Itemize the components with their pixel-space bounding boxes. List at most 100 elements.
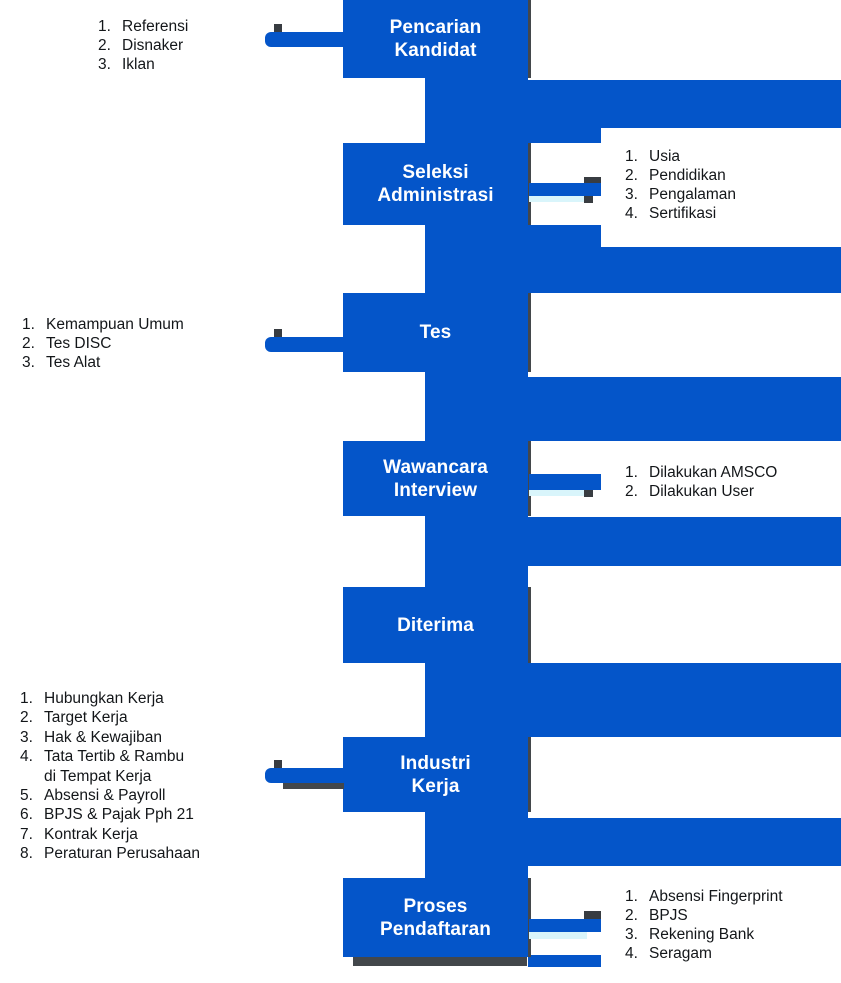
list-item: 3. Tes Alat — [22, 353, 184, 372]
item-label: Seragam — [649, 945, 712, 962]
left-arrow-pencarian-kandidat — [265, 32, 344, 47]
item-label: Dilakukan AMSCO — [649, 464, 778, 481]
process-box-title-line: Proses — [403, 895, 468, 917]
process-box-title-line: Wawancara — [383, 456, 488, 478]
process-box-title-line: Industri — [400, 752, 471, 774]
item-label: Dilakukan User — [649, 483, 755, 500]
item-number: 4. — [625, 205, 638, 222]
process-box-industri-kerja: Industri Kerja — [343, 737, 528, 812]
list-item: 4. Seragam — [625, 944, 783, 963]
process-box-diterima: Diterima — [343, 587, 528, 663]
process-box-title-line: Pendaftaran — [380, 918, 491, 940]
item-number: 2. — [22, 335, 35, 352]
item-number: 1. — [98, 18, 111, 35]
item-number — [20, 767, 44, 786]
process-box-title-line: Kerja — [411, 775, 460, 797]
item-label: Target Kerja — [44, 709, 128, 727]
connector-shadow-accent — [584, 177, 601, 183]
item-number: 3. — [625, 186, 638, 203]
item-number: 4. — [625, 945, 638, 962]
item-number: 4. — [20, 748, 33, 766]
flow-band-2-step — [425, 225, 601, 247]
item-label: Pendidikan — [649, 167, 726, 184]
right-connector-wawancara-interview — [529, 474, 601, 490]
process-box-proses-pendaftaran: Proses Pendaftaran — [343, 878, 528, 957]
item-label: Peraturan Perusahaan — [44, 845, 200, 863]
process-box-title-line: Tes — [419, 322, 452, 343]
item-number: 2. — [625, 907, 638, 924]
item-label: Tes Alat — [46, 354, 101, 371]
process-box-title-line: Pencarian — [389, 17, 482, 38]
item-label: Disnaker — [122, 37, 184, 54]
item-number: 1. — [22, 316, 35, 333]
list-item: 1. Referensi — [98, 17, 188, 36]
item-number: 3. — [98, 56, 111, 73]
connector-highlight-strip — [529, 490, 584, 496]
list-item: 4. Tata Tertib & Rambu — [20, 747, 200, 766]
item-number: 1. — [20, 690, 33, 707]
list-item: 4. Sertifikasi — [625, 204, 736, 223]
list-item: 1. Dilakukan AMSCO — [625, 463, 777, 482]
item-label: Usia — [649, 148, 681, 165]
item-label: Referensi — [122, 18, 189, 35]
list-item: 2.Dilakukan User — [625, 482, 777, 501]
item-number: 1. — [625, 888, 638, 905]
item-label: BPJS & Pajak Pph 21 — [44, 806, 194, 824]
arrow-shadow-accent — [274, 760, 282, 768]
item-label: Kontrak Kerja — [44, 825, 138, 843]
list-item: di Tempat Kerja — [20, 767, 200, 786]
flow-band-1-step — [425, 128, 601, 143]
list-item: 3. Pengalaman — [625, 185, 736, 204]
list-item: 1.Absensi Fingerprint — [625, 887, 783, 906]
connector-shadow-accent — [584, 911, 601, 919]
item-number: 3. — [625, 926, 638, 943]
connector-highlight-strip — [529, 932, 587, 939]
list-item: 3. Rekening Bank — [625, 925, 783, 944]
arrow-shadow-accent — [274, 329, 282, 337]
list-item: 7. Kontrak Kerja — [20, 825, 200, 844]
flow-band-5 — [425, 663, 841, 737]
item-label: Pengalaman — [649, 186, 737, 203]
connector-shadow-accent — [584, 490, 593, 497]
list-item: 3.Iklan — [98, 55, 188, 74]
list-item: 1. Usia — [625, 147, 736, 166]
left-arrow-industri-kerja — [265, 768, 344, 783]
item-label: Rekening Bank — [649, 926, 755, 943]
list-item: 2.Target Kerja — [20, 708, 200, 727]
process-box-title-line: Seleksi — [402, 162, 469, 183]
arrow-shadow-accent — [274, 24, 282, 32]
item-number: 1. — [625, 464, 638, 481]
process-box-wawancara-interview: Wawancara Interview — [343, 441, 528, 516]
item-label: Hubungkan Kerja — [44, 690, 164, 707]
item-number: 7. — [20, 825, 33, 843]
item-number: 1. — [625, 148, 638, 165]
list-item: 2.Disnaker — [98, 36, 188, 55]
item-label: di Tempat Kerja — [44, 767, 152, 785]
annotation-list-tes: 1. Kemampuan Umum 2. Tes DISC 3. Tes Alat — [22, 315, 184, 372]
flow-band-2 — [425, 247, 841, 293]
arrow-shadow-underline — [283, 783, 344, 789]
annotation-list-proses-pendaftaran: 1.Absensi Fingerprint 2. BPJS 3. Rekening … — [625, 887, 783, 963]
list-item: 3.Hak & Kewajiban — [20, 728, 200, 747]
process-box-seleksi-administrasi: Seleksi Administrasi — [343, 143, 528, 225]
flow-band-end — [528, 955, 601, 967]
box-bottom-shadow — [353, 957, 527, 966]
connector-highlight-strip — [529, 196, 584, 202]
item-label: Tes DISC — [46, 335, 112, 352]
item-label: Kemampuan Umum — [46, 316, 184, 333]
item-number: 6. — [20, 806, 33, 824]
list-item: 6. BPJS & Pajak Pph 21 — [20, 805, 200, 824]
item-label: Sertifikasi — [649, 205, 717, 222]
right-connector-seleksi-administrasi — [529, 183, 601, 196]
item-label: Hak & Kewajiban — [44, 728, 163, 746]
item-label: BPJS — [649, 907, 688, 924]
item-label: Tata Tertib & Rambu — [44, 748, 185, 766]
list-item: 1. Kemampuan Umum — [22, 315, 184, 334]
item-number: 3. — [22, 354, 35, 371]
left-arrow-tes — [265, 337, 344, 352]
process-box-title-line: Kandidat — [394, 40, 477, 61]
annotation-list-wawancara-interview: 1. Dilakukan AMSCO 2.Dilakukan User — [625, 463, 777, 501]
process-box-tes: Tes — [343, 293, 528, 372]
process-box-title-line: Administrasi — [377, 185, 494, 206]
